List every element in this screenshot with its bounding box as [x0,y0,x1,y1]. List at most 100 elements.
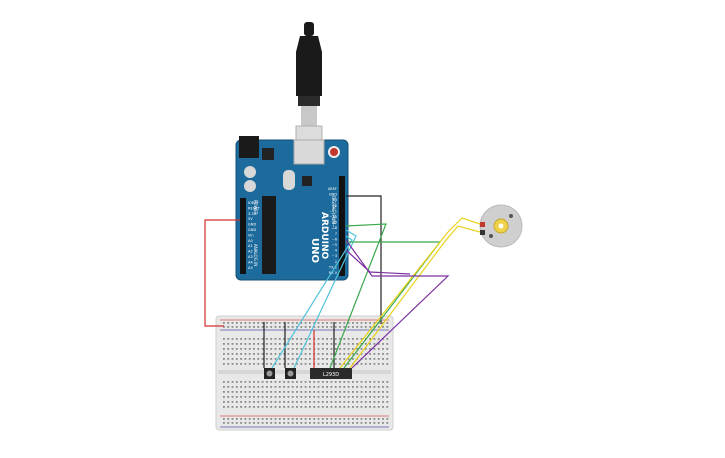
breadboard-hole[interactable] [296,418,298,420]
breadboard-hole[interactable] [270,396,273,398]
breadboard-hole[interactable] [223,422,225,424]
breadboard-hole[interactable] [257,348,260,350]
breadboard-hole[interactable] [240,396,242,398]
breadboard-hole[interactable] [330,391,333,393]
breadboard-hole[interactable] [317,326,320,328]
breadboard-hole[interactable] [330,358,333,360]
breadboard-hole[interactable] [283,338,285,340]
breadboard-hole[interactable] [334,363,337,365]
breadboard-hole[interactable] [364,406,367,408]
breadboard-hole[interactable] [309,343,311,345]
breadboard-hole[interactable] [313,386,316,388]
breadboard-hole[interactable] [227,343,230,345]
breadboard-hole[interactable] [347,343,350,345]
breadboard-hole[interactable] [291,326,294,328]
breadboard-hole[interactable] [291,338,294,340]
breadboard-hole[interactable] [240,391,242,393]
breadboard-hole[interactable] [339,396,341,398]
breadboard-hole[interactable] [321,396,324,398]
breadboard-hole[interactable] [330,422,333,424]
breadboard-hole[interactable] [287,338,290,340]
breadboard-hole[interactable] [283,363,285,365]
breadboard-hole[interactable] [261,353,264,355]
breadboard-hole[interactable] [274,418,277,420]
breadboard-hole[interactable] [296,381,298,383]
breadboard-hole[interactable] [270,363,273,365]
breadboard-hole[interactable] [326,338,328,340]
breadboard-hole[interactable] [356,386,359,388]
breadboard-hole[interactable] [304,418,307,420]
breadboard-hole[interactable] [244,338,247,340]
breadboard-hole[interactable] [291,401,294,403]
breadboard-hole[interactable] [382,422,384,424]
breadboard-hole[interactable] [274,406,277,408]
breadboard-hole[interactable] [334,348,337,350]
push-button-1[interactable] [264,368,275,379]
breadboard-hole[interactable] [240,343,242,345]
breadboard-hole[interactable] [291,381,294,383]
breadboard-hole[interactable] [339,401,341,403]
breadboard-hole[interactable] [317,418,320,420]
breadboard-hole[interactable] [313,391,316,393]
breadboard-hole[interactable] [231,391,234,393]
breadboard-hole[interactable] [244,422,247,424]
breadboard-hole[interactable] [300,406,303,408]
breadboard-hole[interactable] [382,386,384,388]
breadboard-hole[interactable] [360,343,363,345]
breadboard-hole[interactable] [369,363,371,365]
breadboard-hole[interactable] [343,338,346,340]
breadboard-hole[interactable] [248,358,251,360]
breadboard-hole[interactable] [377,348,380,350]
breadboard-hole[interactable] [352,422,354,424]
breadboard-hole[interactable] [317,348,320,350]
breadboard-hole[interactable] [304,396,307,398]
breadboard-hole[interactable] [223,338,225,340]
breadboard-hole[interactable] [326,396,328,398]
breadboard-hole[interactable] [235,391,238,393]
breadboard-hole[interactable] [330,338,333,340]
breadboard-hole[interactable] [347,422,350,424]
breadboard-hole[interactable] [360,363,363,365]
breadboard-hole[interactable] [274,343,277,345]
breadboard-hole[interactable] [253,422,255,424]
breadboard-hole[interactable] [343,363,346,365]
breadboard-hole[interactable] [356,396,359,398]
breadboard-hole[interactable] [377,338,380,340]
breadboard-hole[interactable] [304,391,307,393]
breadboard-hole[interactable] [231,348,234,350]
breadboard-hole[interactable] [274,358,277,360]
breadboard-hole[interactable] [223,406,225,408]
breadboard-hole[interactable] [300,418,303,420]
breadboard-hole[interactable] [304,401,307,403]
breadboard-hole[interactable] [244,391,247,393]
breadboard-hole[interactable] [283,353,285,355]
breadboard-hole[interactable] [317,322,320,324]
breadboard-hole[interactable] [278,391,281,393]
breadboard-hole[interactable] [317,381,320,383]
breadboard-hole[interactable] [334,338,337,340]
breadboard-hole[interactable] [386,353,389,355]
breadboard-hole[interactable] [364,326,367,328]
breadboard-hole[interactable] [248,391,251,393]
breadboard-hole[interactable] [231,401,234,403]
breadboard-hole[interactable] [356,418,359,420]
breadboard-hole[interactable] [382,326,384,328]
breadboard-hole[interactable] [339,326,341,328]
breadboard[interactable] [215,315,394,431]
breadboard-hole[interactable] [278,363,281,365]
breadboard-hole[interactable] [235,396,238,398]
breadboard-hole[interactable] [296,386,298,388]
breadboard-hole[interactable] [300,322,303,324]
breadboard-hole[interactable] [339,418,341,420]
breadboard-hole[interactable] [287,363,290,365]
breadboard-hole[interactable] [360,406,363,408]
breadboard-hole[interactable] [270,406,273,408]
breadboard-hole[interactable] [326,381,328,383]
breadboard-hole[interactable] [291,391,294,393]
breadboard-hole[interactable] [240,418,242,420]
breadboard-hole[interactable] [382,418,384,420]
breadboard-hole[interactable] [343,418,346,420]
breadboard-hole[interactable] [296,422,298,424]
breadboard-hole[interactable] [261,381,264,383]
breadboard-hole[interactable] [377,396,380,398]
